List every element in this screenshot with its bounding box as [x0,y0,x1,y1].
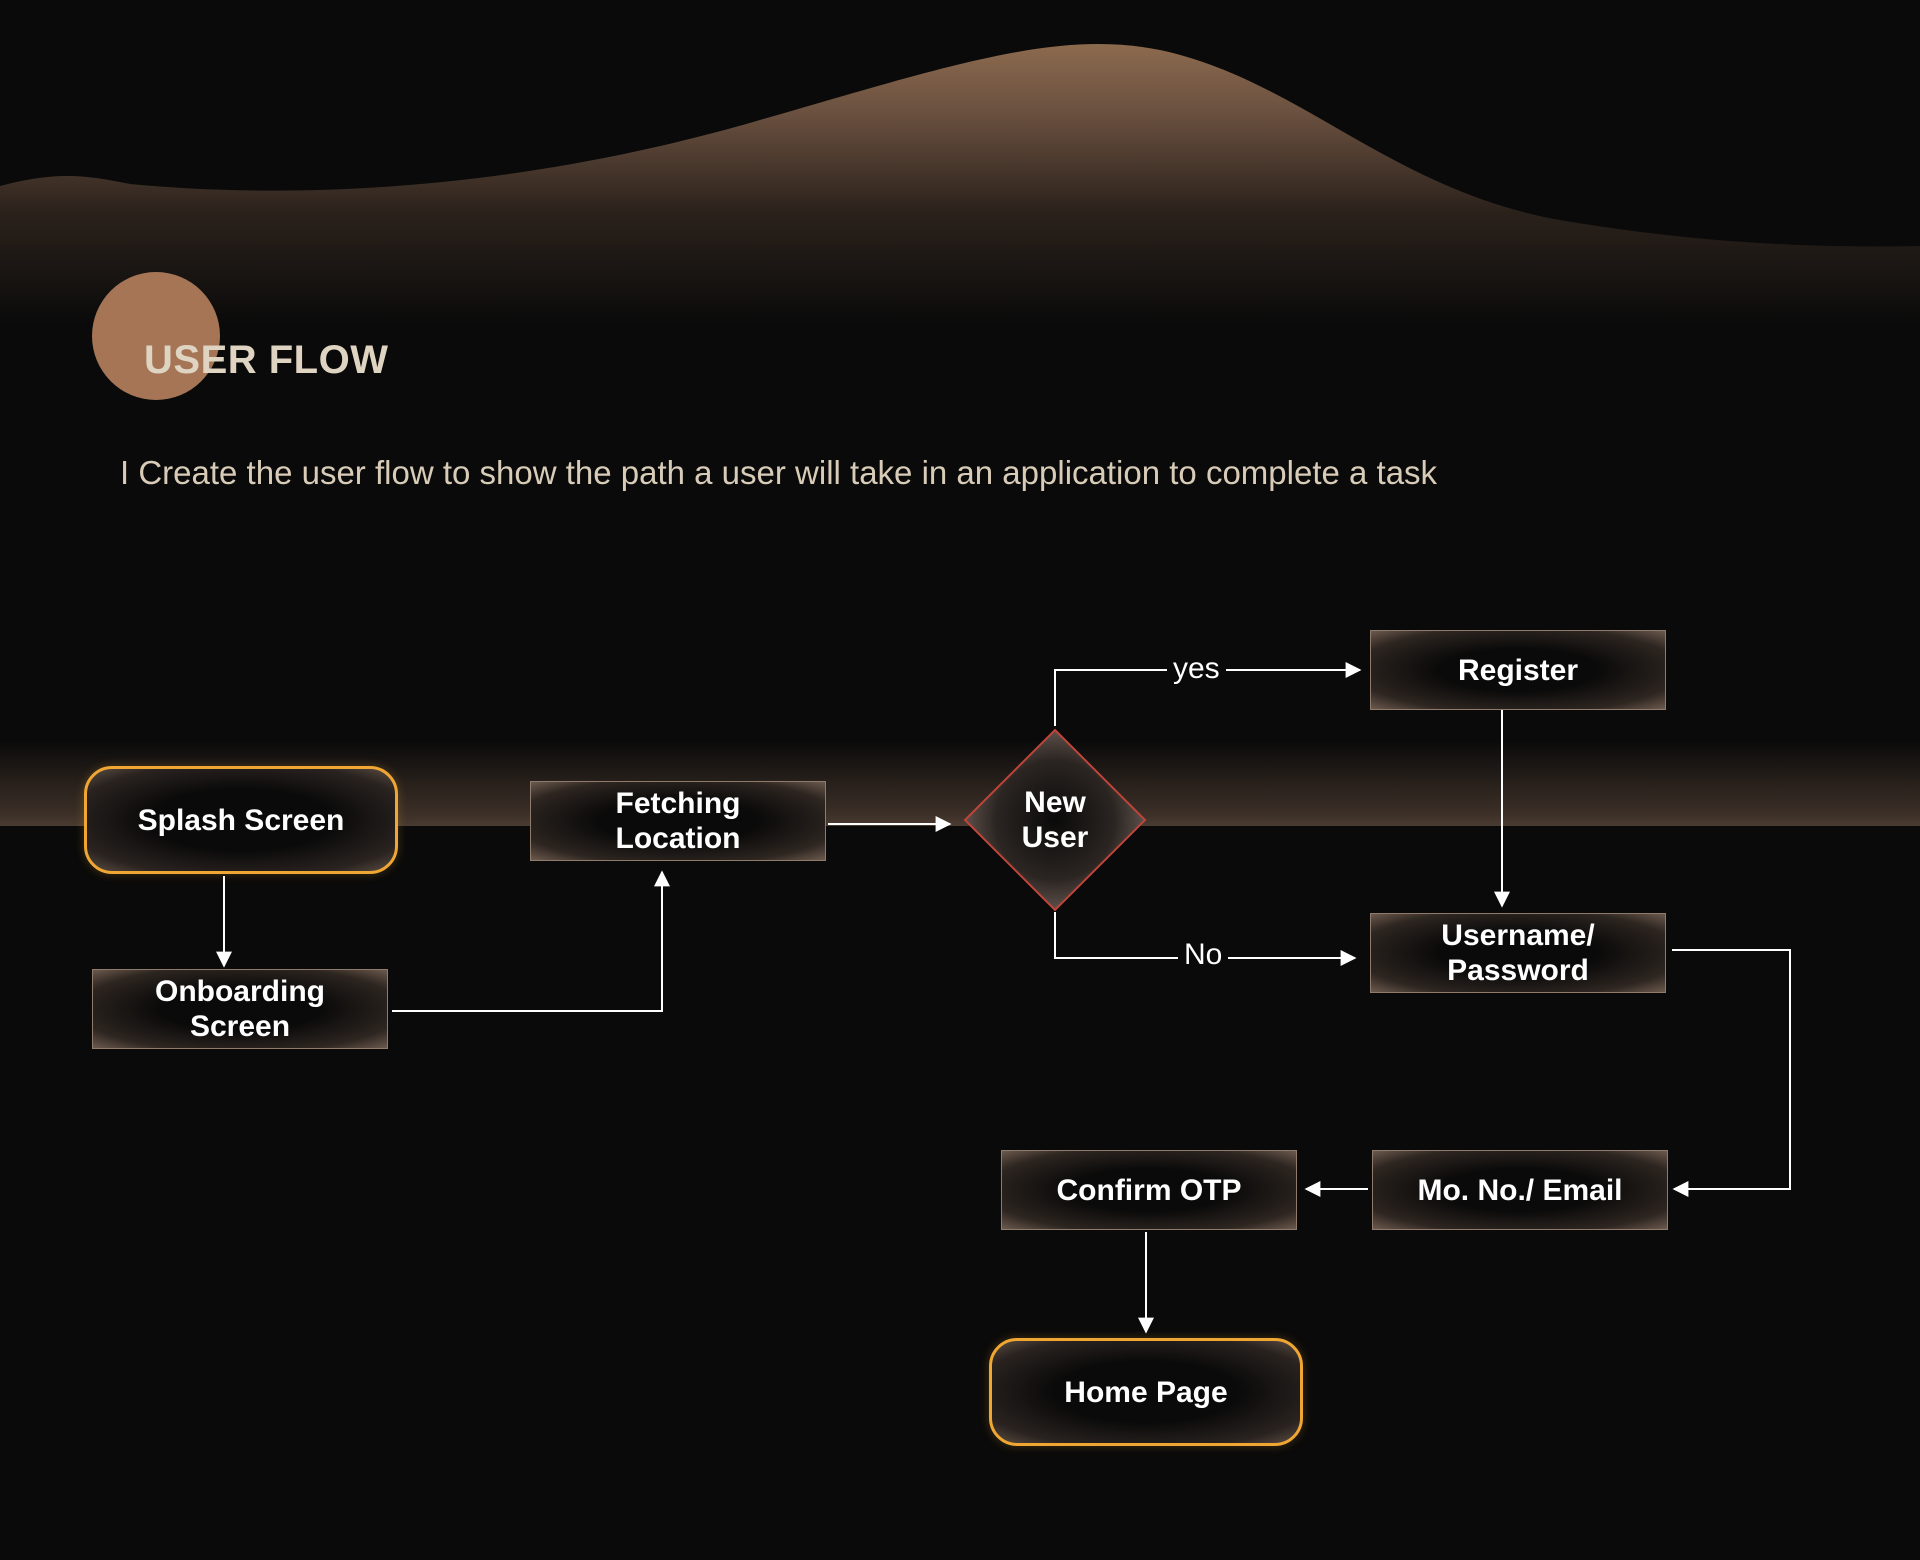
title-circle-decor [92,272,220,400]
edge-onboarding-fetching [392,870,670,1012]
node-mobile-email: Mo. No./ Email [1372,1150,1668,1230]
node-onboarding-screen: Onboarding Screen [92,969,388,1049]
node-username-password: Username/ Password [1370,913,1666,993]
decision-new-user-label: New User [1021,786,1089,854]
decision-diamond [963,728,1147,912]
node-register: Register [1370,630,1666,710]
edge-label-no: No [1178,938,1229,972]
node-splash-screen: Splash Screen [84,766,398,874]
edge-decision-register [1054,662,1362,726]
connectors [216,662,1791,1334]
edge-username-mobile [1672,949,1791,1197]
page-subtitle: I Create the user flow to show the path … [120,454,1438,491]
edge-label-yes: yes [1167,652,1226,686]
top-wave-shape [0,44,1920,421]
title-block: USER FLOW [92,272,492,402]
edge-decision-username [1054,912,1357,966]
node-confirm-otp: Confirm OTP [1001,1150,1297,1230]
page-title: USER FLOW [144,338,389,382]
node-fetching-location: Fetching Location [530,781,826,861]
node-home-page: Home Page [989,1338,1303,1446]
